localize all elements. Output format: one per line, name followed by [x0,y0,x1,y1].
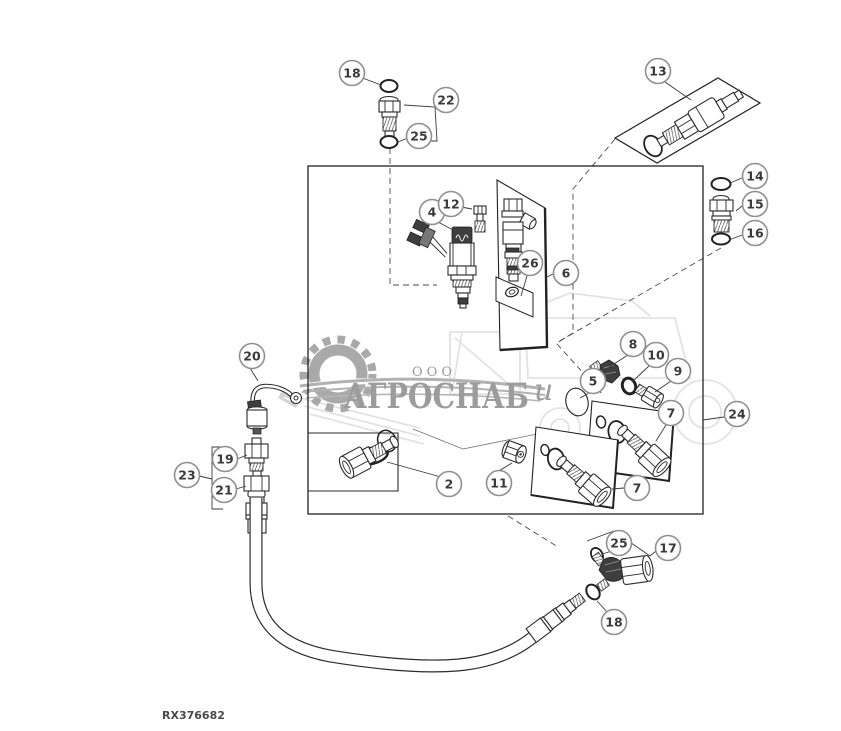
watermark-extra-letter: и [534,373,553,408]
svg-text:22: 22 [437,93,454,108]
svg-text:5: 5 [589,374,598,389]
callout-7: 7 [623,474,651,502]
tube-20 [246,383,303,435]
callout-5: 5 [579,367,607,395]
fitting-9 [634,383,664,409]
hydraulic-hose [249,498,586,673]
svg-text:12: 12 [442,197,459,212]
svg-text:25: 25 [610,536,627,551]
callout-25: 25 [405,122,433,150]
svg-text:26: 26 [521,256,539,271]
callout-20: 20 [238,342,266,370]
callout-26: 26 [516,249,544,277]
o-ring-10 [620,376,638,396]
callout-8: 8 [619,330,647,358]
callout-24: 24 [723,400,751,428]
callout-15: 15 [741,190,769,218]
callout-21: 21 [210,476,238,504]
svg-text:7: 7 [633,481,642,496]
svg-text:15: 15 [746,197,763,212]
svg-text:20: 20 [243,349,261,364]
callout-7: 7 [657,399,685,427]
callout-6: 6 [552,259,580,287]
assembly-dashed-lines [389,138,722,548]
watermark-company-name: АГРОСНАБ [344,376,529,417]
sub-box-valve [335,429,404,481]
callout-19: 19 [211,445,239,473]
callout-25: 25 [605,529,633,557]
leader-lines [198,76,743,613]
callout-23: 23 [173,461,201,489]
screw-12 [473,205,487,233]
svg-text:19: 19 [216,452,233,467]
svg-text:23: 23 [178,468,195,483]
svg-text:6: 6 [562,266,571,281]
panel-7-lower [530,426,619,510]
manifold-outline-box [307,165,704,515]
o-ring-18-top [379,79,399,93]
svg-text:17: 17 [659,541,676,556]
wire-connector [406,218,448,258]
callout-12: 12 [437,190,465,218]
callout-9: 9 [664,357,692,385]
callout-18: 18 [600,608,628,636]
callout-18: 18 [338,59,366,87]
o-ring-18-bottom [585,583,601,601]
seal-ring-5 [565,387,589,417]
svg-text:18: 18 [343,66,360,81]
watermark-logo [295,335,546,413]
fitting-22-assembly [378,79,401,149]
svg-text:25: 25 [410,129,427,144]
bracket-23 [211,446,223,510]
valve-13 [656,89,745,148]
plug-11 [501,439,527,464]
callout-22: 22 [432,86,460,114]
o-ring-16 [711,232,731,246]
svg-text:21: 21 [215,483,232,498]
o-ring-14 [710,177,732,191]
svg-text:11: 11 [490,476,507,491]
fitting-19 [244,437,269,472]
callout-10: 10 [642,341,670,369]
callout-2: 2 [435,470,463,498]
elbow-17 [591,551,654,592]
svg-text:4: 4 [428,205,437,220]
callout-16: 16 [741,219,769,247]
svg-text:10: 10 [647,348,665,363]
svg-text:2: 2 [445,477,454,492]
o-ring-25-top [379,135,399,149]
svg-text:9: 9 [674,364,683,379]
svg-text:16: 16 [746,226,764,241]
callout-14: 14 [741,162,769,190]
callouts-layer: 18 22 25 13 14 15 16 4 12 26 6 20 19 23 21 2 11 8 10 9 5 7 7 24… [173,57,769,636]
svg-text:13: 13 [649,64,666,79]
svg-text:18: 18 [605,615,622,630]
svg-text:7: 7 [667,406,676,421]
svg-text:24: 24 [728,407,746,422]
hose-ferrule [525,592,586,644]
fitting-15-assembly [709,177,734,246]
panel-13 [613,77,762,164]
callout-17: 17 [654,534,682,562]
callout-13: 13 [644,57,672,85]
watermark-company-prefix: ООО [412,365,456,380]
svg-text:8: 8 [629,337,638,352]
callout-11: 11 [485,469,513,497]
svg-text:14: 14 [746,169,764,184]
solenoid-valve-4 [406,218,477,309]
figure-code: RX376682 [162,709,225,722]
